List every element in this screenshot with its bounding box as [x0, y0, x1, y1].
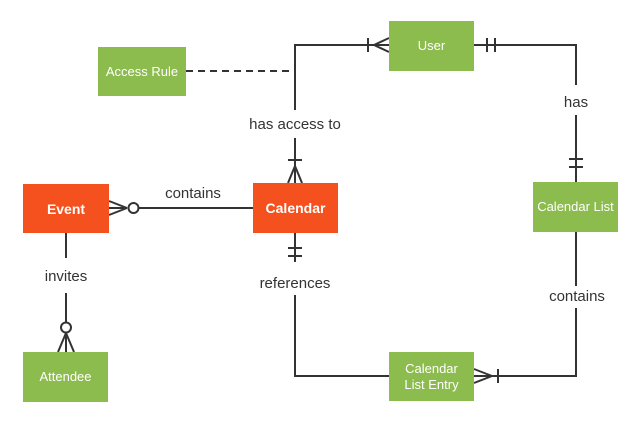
crows-foot-many-icon	[108, 200, 128, 216]
one-and-only-one-ticks-icon	[288, 247, 302, 257]
crows-foot-many-icon	[473, 368, 498, 384]
connector-calendar-list-contains-entry	[473, 232, 577, 384]
crows-foot-many-icon	[373, 37, 390, 53]
connector-user-has-access-to-calendar	[287, 37, 390, 184]
relationship-label-invites: invites	[44, 268, 88, 285]
entity-label: Attendee	[39, 369, 92, 384]
entity-label: User	[417, 38, 446, 53]
crows-foot-many-icon	[287, 165, 303, 184]
entity-calendar[interactable]: Calendar	[253, 183, 338, 233]
entity-label: Calendar List	[537, 199, 614, 214]
relationship-label-contains: contains	[165, 185, 221, 202]
one-and-only-one-ticks-icon	[569, 158, 583, 168]
relationship-label-has: has	[563, 94, 589, 111]
crows-foot-many-icon	[57, 332, 75, 353]
zero-circle-icon	[127, 202, 140, 214]
one-and-only-one-ticks-icon	[486, 38, 496, 52]
relationship-label-has-access-to: has access to	[249, 116, 341, 133]
entity-calendar-list[interactable]: Calendar List	[533, 182, 618, 232]
entity-user[interactable]: User	[389, 21, 474, 71]
entity-event[interactable]: Event	[23, 184, 109, 233]
relationship-label-contains-2: contains	[549, 288, 605, 305]
zero-circle-icon	[60, 321, 72, 334]
entity-label: Event	[46, 200, 86, 217]
entity-label: Access Rule	[105, 63, 179, 79]
connector-event-invites-attendee	[57, 233, 75, 353]
entity-access-rule[interactable]: Access Rule	[98, 47, 186, 96]
entity-label: Calendar	[265, 200, 326, 216]
connector-user-has-calendar-list	[474, 38, 583, 182]
relationship-label-references: references	[259, 275, 331, 292]
connector-event-contains-calendar	[108, 200, 253, 216]
entity-label: Calendar List Entry	[404, 360, 459, 392]
entity-attendee[interactable]: Attendee	[23, 352, 108, 402]
connector-calendar-references-entry	[288, 233, 389, 377]
entity-calendar-list-entry[interactable]: Calendar List Entry	[389, 352, 474, 401]
